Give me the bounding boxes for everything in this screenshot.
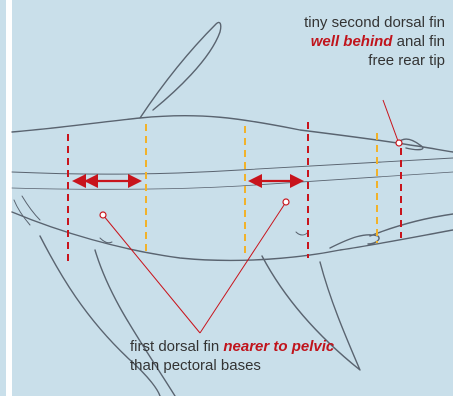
callout-bottom-line1-pre: first dorsal fin	[130, 338, 223, 355]
callout-top-line2: well behind anal fin	[225, 32, 445, 51]
callout-top-emphasis: well behind	[311, 33, 393, 50]
callout-top-line2-rest: anal fin	[392, 33, 445, 50]
left-panel-edge	[0, 0, 6, 396]
callout-bottom-emphasis: nearer to pelvic	[223, 338, 334, 355]
callout-bottom-line2: than pectoral bases	[130, 356, 440, 375]
callout-first-dorsal: first dorsal fin nearer to pelvic than p…	[130, 337, 440, 375]
leader-dot-top	[396, 140, 402, 146]
leader-dot-left	[100, 212, 106, 218]
callout-second-dorsal: tiny second dorsal fin well behind anal …	[225, 13, 445, 70]
callout-bottom-line1: first dorsal fin nearer to pelvic	[130, 337, 440, 356]
leader-dot-right	[283, 199, 289, 205]
callout-top-line3: free rear tip	[225, 51, 445, 70]
callout-top-line1: tiny second dorsal fin	[225, 13, 445, 32]
